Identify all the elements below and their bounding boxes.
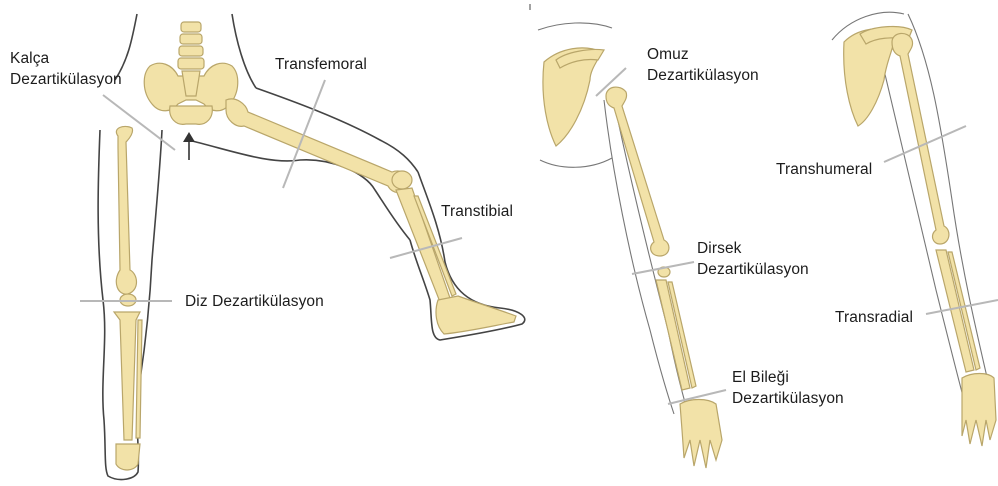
upper-limb-transection-illustration [832,12,996,446]
arm-inner-outline [604,100,674,414]
transfemoral-label: Transfemoral [275,54,367,75]
wrist-label-line1: El Bileği [732,367,844,388]
right-arm-outer-outline [908,14,990,390]
thigh-bottom-outline [188,140,410,240]
wrist-label-line2: Dezartikülasyon [732,388,844,409]
raised-femur [226,99,409,193]
lower-limb-illustration [98,14,525,479]
raised-knee [392,171,412,189]
hip-disarticulation-label: Kalça Dezartikülasyon [10,48,122,90]
elbow-disarticulation-label: Dirsek Dezartikülasyon [697,238,809,280]
shoulder-disarticulation-label: Omuz Dezartikülasyon [647,44,759,86]
shoulder-label-line1: Omuz [647,44,759,65]
wrist-disarticulation-label: El Bileği Dezartikülasyon [732,367,844,409]
pubis-bone [170,106,213,124]
shoulder-label-line2: Dezartikülasyon [647,65,759,86]
standing-femur [116,126,136,294]
shoulder-bottom-outline [540,158,612,167]
elbow-label-line1: Dirsek [697,238,809,259]
upper-limb-disarticulation-illustration [538,23,722,468]
humerus [606,87,669,256]
up-arrow-icon [183,132,195,160]
shoulder-top-outline [538,23,612,30]
knee-disarticulation-label: Diz Dezartikülasyon [185,291,324,312]
transhumeral-label: Transhumeral [776,159,872,180]
right-scapula [844,29,896,126]
hand-bones [680,400,722,469]
transtibial-label: Transtibial [441,201,513,222]
elbow-label-line2: Dezartikülasyon [697,259,809,280]
hip-label-line1: Kalça [10,48,122,69]
hip-label-line2: Dezartikülasyon [10,69,122,90]
right-hand-bones [962,374,996,447]
right-arm-inner-outline [884,70,964,400]
standing-foot [116,444,140,470]
transradial-label: Transradial [835,307,913,328]
standing-fibula [136,320,142,438]
